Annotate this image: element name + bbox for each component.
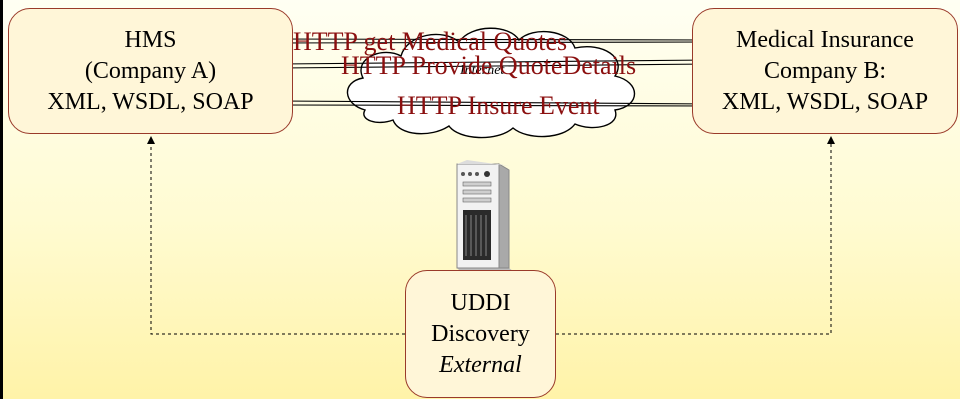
company-a-line-2: (Company A) [84, 57, 217, 84]
discovery-arrowheads [147, 136, 835, 144]
message-label-get-quotes: HTTP get Medical Quotes [293, 27, 568, 56]
uddi-discovery-box: UDDI Discovery External [405, 270, 556, 398]
uddi-discovery-label: Discovery [431, 320, 530, 347]
connector-layer [147, 27, 835, 335]
server-tower-icon [456, 160, 517, 274]
company-b-line-1: Medical Insurance [736, 26, 914, 53]
company-b-line-2: Company B: [763, 57, 886, 84]
uddi-title: UDDI [450, 289, 511, 316]
message-label-provide-quote-details: HTTP Provide QuoteDetails [341, 51, 637, 80]
message-label-insure-event: HTTP Insure Event [397, 91, 600, 120]
company-a-line-1: HMS [124, 26, 177, 53]
company-b-box: Medical Insurance Company B: XML, WSDL, … [692, 8, 958, 134]
internet-label: Internet [460, 63, 505, 78]
discovery-links [150, 142, 832, 335]
company-a-box: HMS (Company A) XML, WSDL, SOAP [8, 8, 293, 134]
cloud-icon [346, 27, 635, 139]
company-b-line-3: XML, WSDL, SOAP [721, 88, 929, 115]
uddi-external-label: External [439, 351, 522, 378]
message-arrows [270, 38, 712, 107]
company-a-line-3: XML, WSDL, SOAP [47, 88, 254, 115]
